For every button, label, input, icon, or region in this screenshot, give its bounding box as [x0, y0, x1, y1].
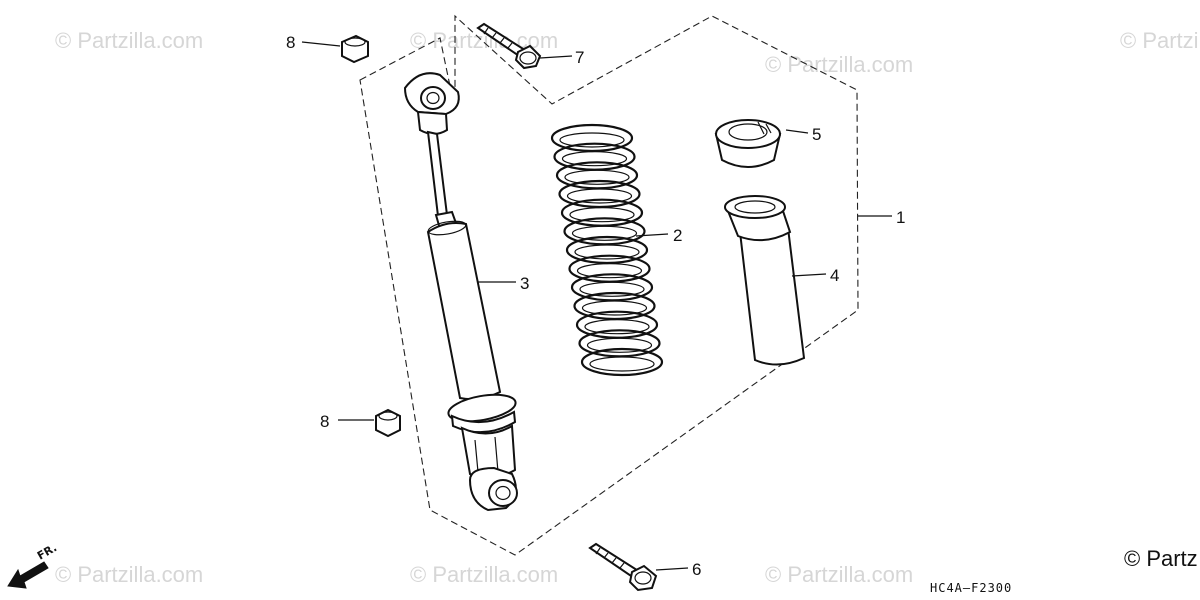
top-nut: [341, 34, 369, 64]
diagram-code: HC4A–F2300: [930, 581, 1012, 595]
corner-copyright: © Partz: [1124, 546, 1198, 571]
callout-4: 4: [830, 266, 839, 285]
watermark: © Partzilla.com: [410, 562, 558, 587]
callout-2: 2: [673, 226, 682, 245]
callout-5: 5: [812, 125, 821, 144]
watermark: © Partzilla.com: [765, 52, 913, 77]
watermark: © Partzilla.com: [765, 562, 913, 587]
spring-coil: [553, 142, 636, 171]
leader-lines: [301, 41, 892, 571]
dust-boot: [724, 195, 806, 366]
watermark: © Partzilla.com: [55, 562, 203, 587]
spring-coil-inner: [584, 319, 650, 335]
spring-coil: [550, 123, 634, 153]
spring-coil-inner: [569, 207, 635, 223]
spring-coil-inner: [571, 225, 638, 241]
spring-coil: [558, 179, 641, 209]
bottom-nut: [375, 408, 401, 438]
callouts: 8 7 5 2 3 4 1 8 6: [286, 33, 905, 579]
spring-coil: [563, 217, 646, 246]
watermark: © Partzilla.com: [55, 28, 203, 53]
spring-coil: [570, 273, 654, 302]
spring-coil-inner: [576, 263, 643, 279]
spring-coil-inner: [561, 151, 628, 167]
callout-3: 3: [520, 274, 529, 293]
spring-coil: [578, 329, 661, 358]
spring-coil: [568, 254, 651, 283]
spring-coil-inner: [564, 169, 630, 185]
spring-coil: [560, 198, 644, 227]
callout-1: 1: [896, 208, 905, 227]
spring-coil-inner: [586, 337, 653, 353]
spring-coil-inner: [559, 132, 625, 148]
watermarks: © Partzilla.com © Partzilla.com © Partzi…: [55, 28, 1200, 587]
front-arrow-icon: [7, 561, 49, 589]
spring-coil: [580, 347, 664, 377]
spring-coil: [575, 310, 659, 339]
spring-coil-inner: [566, 188, 633, 204]
front-label: FR.: [35, 541, 59, 562]
spring-coil: [555, 161, 639, 190]
coil-spring: [550, 123, 664, 377]
spring-coil: [565, 235, 649, 265]
top-bolt: [476, 22, 542, 70]
spring-coil-inner: [574, 244, 640, 260]
spring-coil: [573, 291, 656, 321]
bottom-bolt: [588, 542, 658, 592]
watermark: © Partzilla.com: [1120, 28, 1200, 53]
spring-coil-inner: [579, 281, 645, 297]
callout-7: 7: [575, 48, 584, 67]
spring-seat-stopper: [714, 119, 782, 168]
callout-8-top: 8: [286, 33, 295, 52]
shock-absorber: [403, 72, 518, 512]
front-arrow: FR.: [7, 541, 59, 589]
spring-coil-inner: [589, 356, 655, 372]
callout-8-bottom: 8: [320, 412, 329, 431]
spring-coil-inner: [581, 300, 648, 316]
callout-6: 6: [692, 560, 701, 579]
